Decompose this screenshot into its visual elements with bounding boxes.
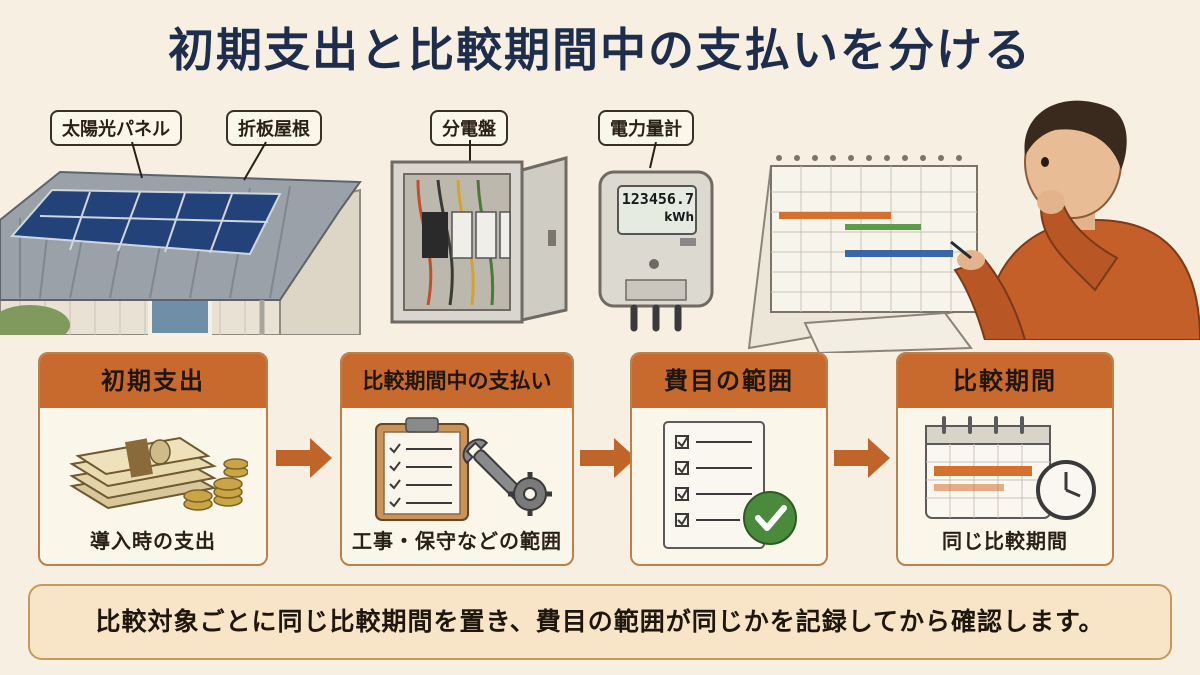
step-card-expense-scope: 費目の範囲 [630, 352, 828, 566]
step-caption: 導入時の支出 [90, 529, 216, 553]
footer-note: 比較対象ごとに同じ比較期間を置き、費目の範囲が同じかを記録してから確認します。 [28, 584, 1172, 660]
meter-unit: kWh [664, 210, 694, 224]
step-caption: 同じ比較期間 [942, 529, 1068, 553]
label-power-meter: 電力量計 [598, 110, 694, 146]
label-pointer-lines [131, 141, 267, 181]
meter-pointer-line [649, 142, 657, 169]
clipboard-wrench-icon [375, 417, 552, 521]
money-icon [69, 436, 248, 511]
power-meter-illustration [598, 170, 714, 332]
meter-reading: 123456.7 [621, 190, 694, 208]
calendar-clock-icon [925, 416, 1096, 520]
step-header: 比較期間 [898, 354, 1112, 408]
page-title: 初期支出と比較期間中の支払いを分ける [168, 23, 1032, 77]
step-header: 比較期間中の支払い [342, 354, 572, 408]
label-folded-roof: 折板屋根 [226, 110, 322, 146]
step-card-initial-expense: 初期支出 導入時の支出 [38, 352, 268, 566]
step-card-comparison-period: 比較期間 同じ比較期間 [896, 352, 1114, 566]
step-card-period-payments: 比較期間中の支払い 工事・保守などの範囲 [340, 352, 574, 566]
step-header: 初期支出 [40, 354, 266, 408]
step-caption: 工事・保守などの範囲 [352, 529, 562, 553]
house-illustration [0, 150, 370, 335]
distribution-board-illustration [390, 140, 568, 324]
person-illustration [950, 100, 1200, 340]
label-solar-panel: 太陽光パネル [50, 110, 182, 146]
checklist-check-icon [663, 421, 797, 549]
arrow-right-icon [276, 438, 332, 478]
calendar-gantt-illustration [747, 155, 978, 353]
arrow-right-icon [580, 438, 636, 478]
arrow-right-icon [834, 438, 890, 478]
step-header: 費目の範囲 [632, 354, 826, 408]
